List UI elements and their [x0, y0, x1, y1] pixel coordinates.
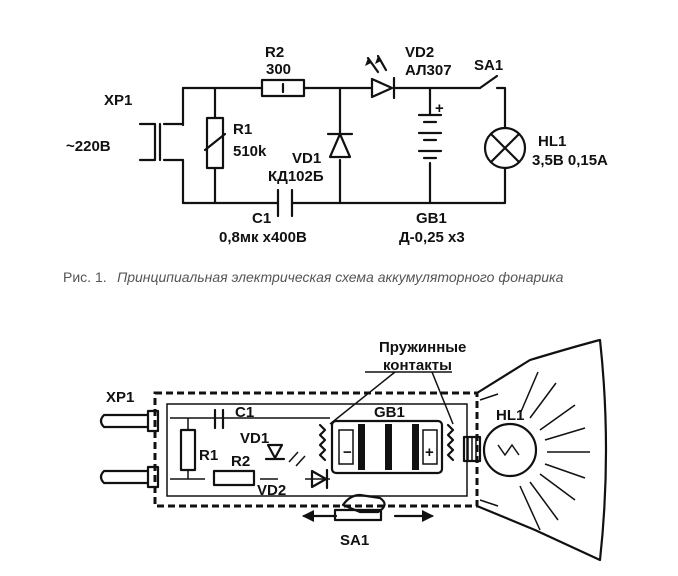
- wire-bottom: [181, 166, 507, 205]
- led-vd2-inside: [310, 469, 328, 489]
- spring-contact-right: [446, 423, 455, 462]
- resistor-r2: [260, 78, 306, 98]
- figure2-construction: Пружинные контакты XP1 C1 GB1 HL1 VD1 R1…: [99, 338, 608, 562]
- capacitor-c1-inside: [213, 408, 225, 430]
- spring-contact-left: [318, 423, 327, 462]
- leader-springs: [329, 371, 454, 425]
- label-springs-1: Пружинные: [379, 339, 466, 356]
- label-r2: R2: [265, 44, 284, 61]
- figure1-caption: Рис. 1. Принципиальная электрическая схе…: [63, 269, 564, 286]
- label-gb1-value: Д-0,25 х3: [399, 229, 465, 246]
- label-vd1: VD1: [292, 150, 321, 167]
- diode-vd1: [328, 132, 352, 159]
- figure1-schematic: XP1 ~220В R2 300 R1 510k VD1 КД102Б VD2 …: [63, 44, 608, 286]
- label-c1-fig2: C1: [235, 404, 254, 421]
- label-springs-2: контакты: [383, 357, 452, 374]
- label-c1: C1: [252, 210, 271, 227]
- label-c1-value: 0,8мк х400В: [219, 229, 307, 246]
- label-vd1-part: КД102Б: [268, 168, 324, 185]
- label-battery-plus-fig2: +: [425, 444, 434, 461]
- label-hl1-fig2: HL1: [496, 407, 524, 424]
- label-r2-value: 300: [266, 61, 291, 78]
- diode-vd1-inside: [266, 443, 284, 460]
- label-vd1-fig2: VD1: [240, 430, 269, 447]
- battery-gb1: [417, 113, 443, 160]
- switch-sa1: [478, 74, 499, 90]
- resistor-r1-inside: [179, 428, 197, 472]
- label-vd2-fig2: VD2: [257, 482, 286, 499]
- battery-pack-gb1: [330, 419, 444, 475]
- caption-prefix: Рис. 1.: [63, 269, 107, 285]
- housing: [153, 391, 479, 508]
- wire-top: [181, 86, 507, 130]
- label-xp1-fig2: XP1: [106, 389, 134, 406]
- label-hl1: HL1: [538, 133, 566, 150]
- label-hl1-rating: 3,5В 0,15А: [532, 152, 608, 169]
- label-vd2-part: АЛ307: [405, 62, 452, 79]
- label-gb1-fig2: GB1: [374, 404, 405, 421]
- label-r2-fig2: R2: [231, 453, 250, 470]
- label-battery-plus: +: [435, 100, 444, 117]
- label-sa1-fig2: SA1: [340, 532, 369, 549]
- caption-text: Принципиальная электрическая схема аккум…: [117, 269, 564, 285]
- light-rays: [519, 371, 590, 531]
- label-r1-value: 510k: [233, 143, 267, 160]
- label-r1: R1: [233, 121, 252, 138]
- resistor-r2-inside: [212, 469, 256, 487]
- plug-xp1: [138, 122, 185, 162]
- label-xp1: XP1: [104, 92, 132, 109]
- capacitor-c1: [276, 188, 294, 218]
- led-vd2: [370, 77, 394, 99]
- lamp-hl1: [483, 126, 527, 170]
- lamp-hl1-assembly: [462, 371, 590, 531]
- resistor-r1: [205, 116, 225, 170]
- reflector: [475, 338, 608, 562]
- led-rays: [366, 54, 388, 74]
- label-r1-fig2: R1: [199, 447, 218, 464]
- label-battery-minus: −: [343, 444, 352, 461]
- plug-pin-top: [99, 413, 150, 429]
- plug-pin-bottom: [99, 469, 150, 485]
- label-gb1: GB1: [416, 210, 447, 227]
- label-vd2: VD2: [405, 44, 434, 61]
- label-sa1: SA1: [474, 57, 503, 74]
- label-mains: ~220В: [66, 138, 111, 155]
